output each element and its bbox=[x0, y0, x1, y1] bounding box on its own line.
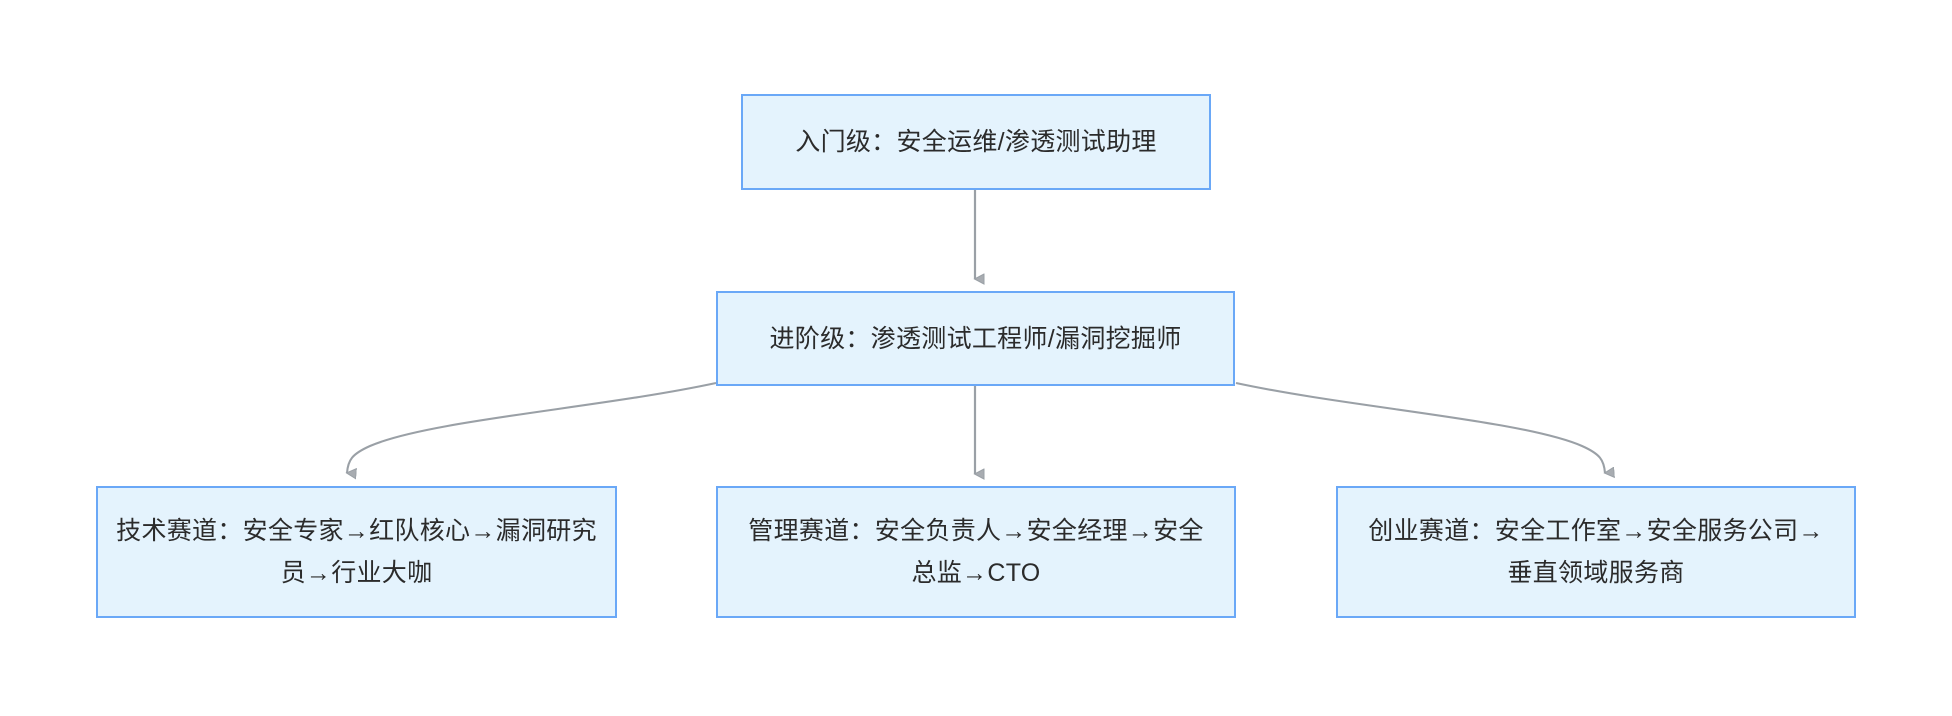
node-startup-track[interactable]: 创业赛道：安全工作室→安全服务公司→垂直领域服务商 bbox=[1336, 486, 1856, 618]
edge-intermediate-to-tech-track bbox=[347, 381, 717, 473]
node-startup-track-label: 创业赛道：安全工作室→安全服务公司→垂直领域服务商 bbox=[1368, 517, 1824, 587]
node-technical-track[interactable]: 技术赛道：安全专家→红队核心→漏洞研究员→行业大咖 bbox=[96, 486, 617, 618]
node-intermediate-level[interactable]: 进阶级：渗透测试工程师/漏洞挖掘师 bbox=[716, 291, 1235, 386]
node-entry-level[interactable]: 入门级：安全运维/渗透测试助理 bbox=[741, 94, 1211, 190]
node-technical-track-label: 技术赛道：安全专家→红队核心→漏洞研究员→行业大咖 bbox=[116, 517, 597, 587]
node-entry-level-label: 入门级：安全运维/渗透测试助理 bbox=[795, 128, 1157, 156]
node-management-track[interactable]: 管理赛道：安全负责人→安全经理→安全总监→CTO bbox=[716, 486, 1236, 618]
edge-intermediate-to-startup-track bbox=[1235, 381, 1605, 473]
node-intermediate-level-label: 进阶级：渗透测试工程师/漏洞挖掘师 bbox=[769, 324, 1182, 353]
node-management-track-label: 管理赛道：安全负责人→安全经理→安全总监→CTO bbox=[748, 517, 1204, 587]
